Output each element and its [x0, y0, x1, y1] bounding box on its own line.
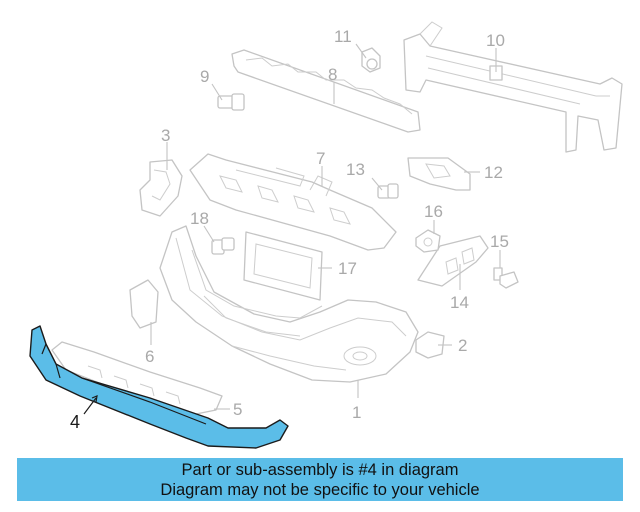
callout-7: 7: [316, 149, 325, 168]
callout-8: 8: [328, 65, 337, 84]
callout-line-9: [211, 83, 223, 101]
callout-line-4: [83, 397, 97, 415]
banner-line-disclaimer: Diagram may not be specific to your vehi…: [160, 481, 480, 499]
part-3-side-bracket: [139, 159, 183, 217]
part-8-energy-absorber: [231, 49, 421, 133]
callout-line-11: [355, 43, 367, 59]
fastener-9-bolt-icon: [217, 93, 245, 111]
fastener-18-clip-icon: [211, 237, 235, 255]
callout-11: 11: [334, 27, 352, 46]
part-10-reinforcement-bar: [403, 21, 623, 153]
part-7-bumper-support: [189, 153, 397, 251]
callout-1: 1: [352, 403, 361, 422]
exploded-parts-diagram: 1 2 3 4 5 6 7 8 9 10 11 12 13 14 15 16 1…: [29, 21, 623, 449]
fastener-13-bolt-icon: [377, 183, 399, 199]
callout-2: 2: [458, 336, 467, 355]
callout-line-18: [203, 225, 215, 243]
part-info-banner: Part or sub-assembly is #4 in diagram Di…: [17, 458, 623, 501]
callout-17: 17: [338, 259, 357, 278]
part-4-lower-spoiler: [29, 325, 289, 449]
callout-12: 12: [484, 163, 503, 182]
callout-9: 9: [200, 67, 209, 86]
callout-18: 18: [190, 209, 209, 228]
callout-4: 4: [70, 412, 80, 432]
callout-10: 10: [486, 31, 505, 50]
fastener-16-clip-icon: [415, 229, 441, 253]
part-1-bumper-cover: [159, 225, 419, 383]
part-14-side-guide: [417, 235, 489, 287]
callout-3: 3: [161, 126, 170, 145]
callout-arrow-4: [91, 395, 98, 403]
callout-15: 15: [490, 232, 509, 251]
callout-16: 16: [424, 202, 443, 221]
part-17-license-bracket: [243, 231, 323, 301]
banner-line-part: Part or sub-assembly is #4 in diagram: [181, 461, 459, 479]
callout-5: 5: [233, 400, 242, 419]
part-6-tow-hook-cover: [129, 279, 159, 329]
callout-13: 13: [346, 160, 365, 179]
part-2-small-cover: [415, 331, 445, 359]
fastener-11-bolt-icon: [361, 47, 381, 73]
fastener-15-bolt-icon: [493, 267, 519, 289]
part-12-right-bracket: [407, 157, 471, 191]
callout-14: 14: [450, 293, 469, 312]
callout-6: 6: [145, 347, 154, 366]
callout-line-13: [371, 177, 383, 191]
